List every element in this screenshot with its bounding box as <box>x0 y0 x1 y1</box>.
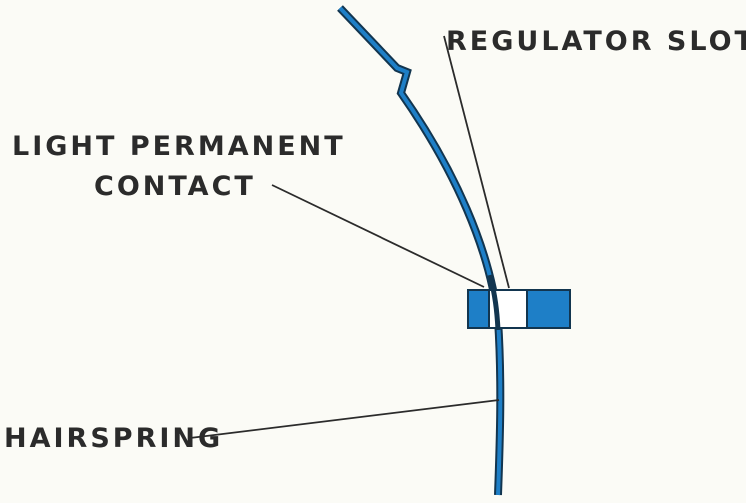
hairspring-label: HAIRSPRING <box>4 423 223 454</box>
light-permanent-contact-label-line2: CONTACT <box>94 171 256 202</box>
regulator <box>467 274 571 331</box>
hairspring-through-slot <box>487 274 501 331</box>
regulator-slot-leader <box>443 35 510 289</box>
hairspring-leader <box>189 399 500 439</box>
light-permanent-contact-label-line1: LIGHT PERMANENT <box>12 131 346 162</box>
light-permanent-contact-leader <box>271 184 485 288</box>
regulator-slot-label: REGULATOR SLOT <box>446 26 746 57</box>
regulator-pin-right <box>526 289 571 329</box>
leader-lines <box>189 35 510 439</box>
regulator-pin-left <box>467 289 490 329</box>
